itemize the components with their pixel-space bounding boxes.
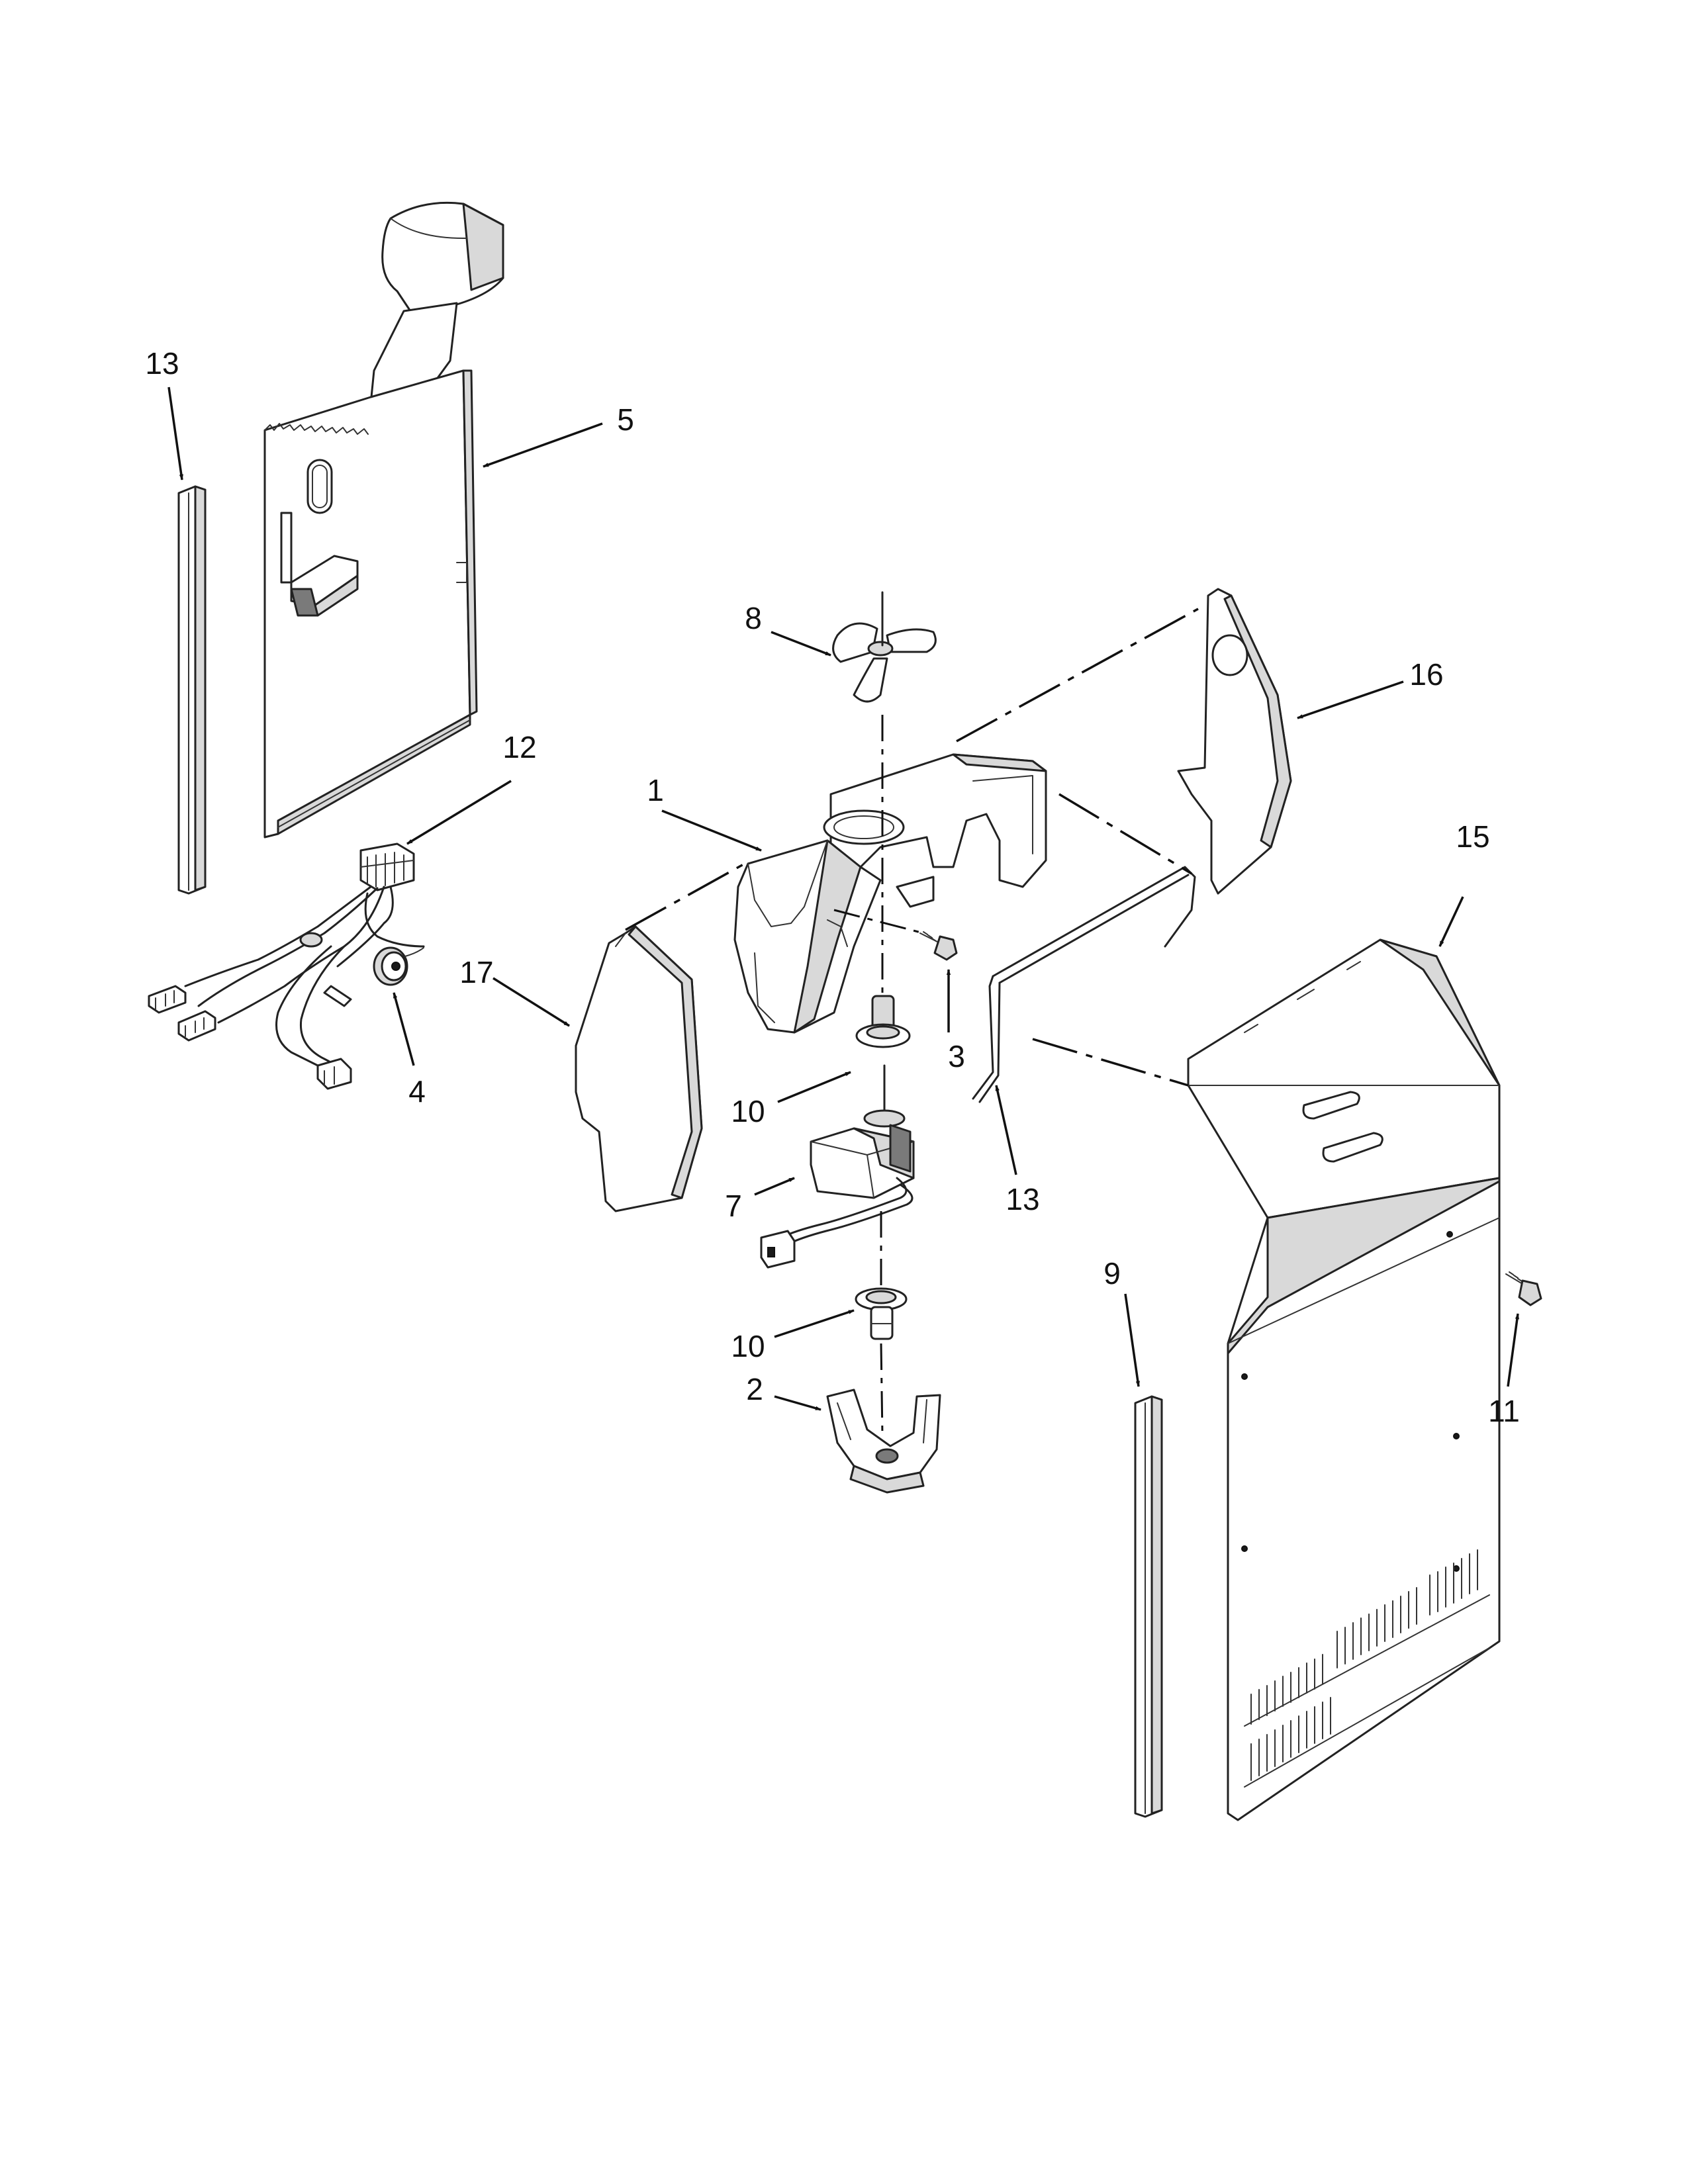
part-1-fan-housing — [733, 753, 1047, 1034]
callout-3: 3 — [948, 1039, 965, 1073]
callout-12: 12 — [502, 730, 536, 764]
harness-connector-3 — [316, 1058, 352, 1090]
callout-7: 7 — [725, 1189, 742, 1223]
part-13-wire-bracket — [972, 866, 1196, 1103]
harness-connector-2 — [177, 1010, 216, 1042]
callout-9: 9 — [1103, 1256, 1121, 1291]
callout-13: 13 — [1006, 1182, 1039, 1216]
part-7-fan-motor — [760, 1064, 915, 1269]
callout-17: 17 — [459, 955, 493, 989]
part-3-screw — [919, 931, 958, 961]
part-8-fan-blade — [832, 591, 937, 703]
callout-10-lower: 10 — [731, 1329, 765, 1363]
part-16-insulation-block — [1177, 588, 1292, 895]
callout-15: 15 — [1456, 819, 1489, 854]
callout-14: 13 — [145, 346, 179, 381]
part-2-motor-bracket — [826, 1388, 941, 1494]
part-4-grommet — [373, 946, 424, 986]
louver-grille — [1244, 1549, 1490, 1788]
alignment-lines — [625, 608, 1199, 1437]
callout-1: 1 — [647, 773, 664, 807]
part-17-insulation-block — [575, 925, 703, 1212]
part-10-lower-bushing — [855, 1287, 908, 1340]
callout-4: 4 — [408, 1074, 426, 1109]
callout-11: 11 — [1488, 1394, 1520, 1428]
callout-8: 8 — [745, 601, 762, 635]
part-10-upper-bushing — [855, 995, 911, 1048]
callout-5: 5 — [617, 402, 634, 437]
callout-16: 16 — [1409, 657, 1443, 692]
part-15-evaporator-cover — [1187, 938, 1501, 1821]
leader-arrows — [167, 387, 1520, 1411]
part-5-air-duct-panel — [263, 201, 504, 839]
part-14-gasket-strip — [177, 485, 207, 895]
callout-2: 2 — [746, 1372, 763, 1406]
part-12-wire-harness — [148, 842, 425, 1090]
harness-connector-1 — [148, 985, 187, 1014]
callout-labels: 13 5 8 16 12 1 15 17 3 4 10 13 7 9 10 2 … — [145, 346, 1519, 1428]
part-11-screw — [1505, 1271, 1542, 1306]
part-9-gasket-strip — [1134, 1395, 1163, 1818]
callout-10-upper: 10 — [731, 1094, 765, 1128]
